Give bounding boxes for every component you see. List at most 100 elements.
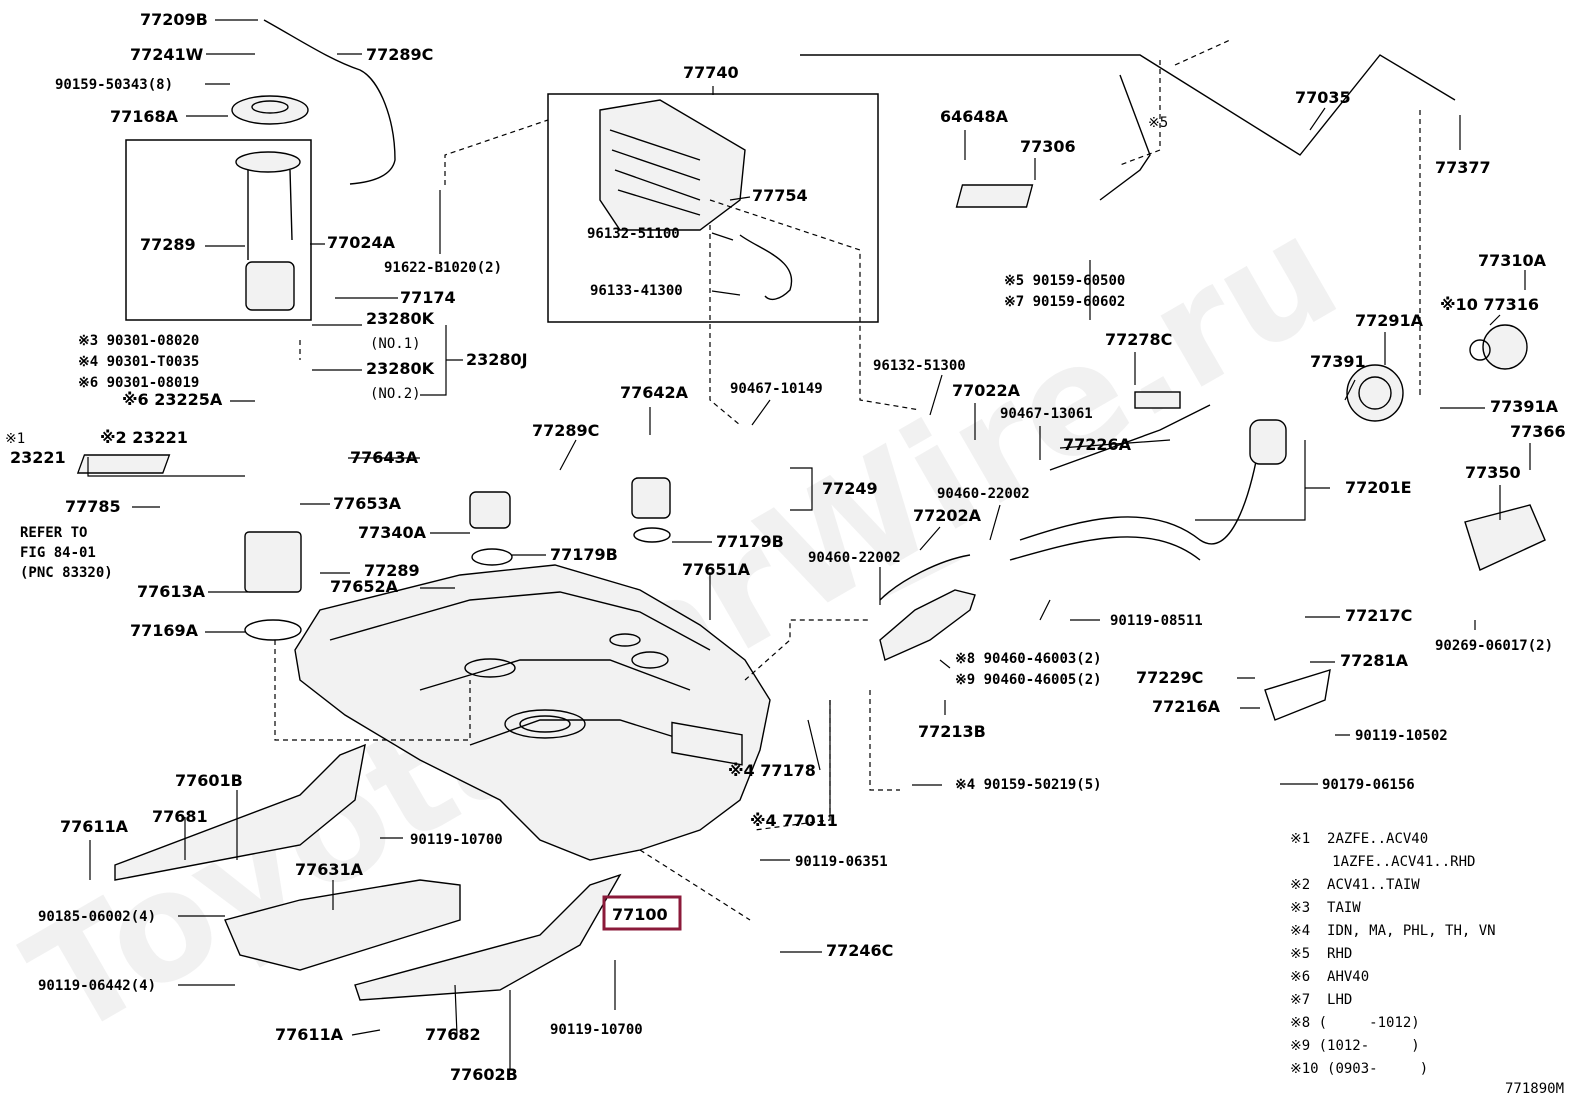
label-77613A: 77613A bbox=[137, 582, 206, 601]
fuel-lid bbox=[1464, 504, 1546, 571]
label-90301-T0035: ※4 90301-T0035 bbox=[78, 354, 199, 370]
footnote-1b: 1AZFE..ACV41..RHD bbox=[1290, 854, 1475, 870]
footnote-8: ※8 ( -1012) bbox=[1290, 1015, 1420, 1031]
label-90460-22002-a: 90460-22002 bbox=[937, 486, 1030, 502]
refer-line-2: FIG 84-01 bbox=[20, 545, 96, 561]
label-77022A: 77022A bbox=[952, 381, 1021, 400]
label-90119-08511: 90119-08511 bbox=[1110, 613, 1203, 629]
label-90460-46005: ※9 90460-46005(2) bbox=[955, 672, 1102, 688]
label-77340A: 77340A bbox=[358, 523, 427, 542]
label-77652A: 77652A bbox=[330, 577, 399, 596]
label-77249: 77249 bbox=[822, 479, 878, 498]
label-90301-08020: ※3 90301-08020 bbox=[78, 333, 199, 349]
label-23280J: 23280J bbox=[466, 350, 528, 369]
protector-77631A bbox=[224, 879, 461, 971]
label-96133-41300: 96133-41300 bbox=[590, 283, 683, 299]
label-77217C: 77217C bbox=[1345, 606, 1412, 625]
label-90179-06156: 90179-06156 bbox=[1322, 777, 1415, 793]
footnote-6: ※6 AHV40 bbox=[1290, 969, 1369, 985]
label-77682: 77682 bbox=[425, 1025, 481, 1044]
label-77681: 77681 bbox=[152, 807, 208, 826]
fuel-cap bbox=[1482, 324, 1528, 370]
label-77213B: 77213B bbox=[918, 722, 986, 741]
label-77310A: 77310A bbox=[1478, 251, 1547, 270]
label-77289-b: 77289 bbox=[364, 561, 420, 580]
label-90159-50219: ※4 90159-50219(5) bbox=[955, 777, 1102, 793]
label-77246C: 77246C bbox=[826, 941, 893, 960]
filler-cap-ring bbox=[1346, 364, 1404, 422]
inlet-hose bbox=[879, 589, 976, 661]
label-note5: ※5 bbox=[1148, 115, 1168, 131]
label-77289C: 77289C bbox=[366, 45, 433, 64]
label-90301-08019: ※6 90301-08019 bbox=[78, 375, 199, 391]
label-90119-06351: 90119-06351 bbox=[795, 854, 888, 870]
label-77391: 77391 bbox=[1310, 352, 1366, 371]
label-23225A: ※6 23225A bbox=[122, 390, 223, 409]
label-77350: 77350 bbox=[1465, 463, 1521, 482]
vent-tube bbox=[263, 19, 396, 185]
label-77651A: 77651A bbox=[682, 560, 751, 579]
label-77602B: 77602B bbox=[450, 1065, 518, 1084]
label-77100[interactable]: 77100 bbox=[612, 905, 668, 924]
label-77168A: 77168A bbox=[110, 107, 179, 126]
footnote-3: ※3 TAIW bbox=[1290, 900, 1361, 916]
label-77174: 77174 bbox=[400, 288, 456, 307]
label-77278C: 77278C bbox=[1105, 330, 1172, 349]
label-90467-10149: 90467-10149 bbox=[730, 381, 823, 397]
label-no1: (NO.1) bbox=[370, 336, 421, 352]
gasket-77169A bbox=[244, 619, 302, 641]
strap-77602B bbox=[354, 873, 622, 1001]
label-77201E: 77201E bbox=[1345, 478, 1412, 497]
label-77169A: 77169A bbox=[130, 621, 199, 640]
label-90460-22002-b: 90460-22002 bbox=[808, 550, 901, 566]
label-77642A: 77642A bbox=[620, 383, 689, 402]
label-77241W: 77241W bbox=[130, 45, 204, 64]
label-77216A: 77216A bbox=[1152, 697, 1221, 716]
label-90159-60500: ※5 90159-60500 bbox=[1004, 273, 1125, 289]
footnote-2: ※2 ACV41..TAIW bbox=[1290, 877, 1420, 893]
cover-77613A bbox=[244, 531, 302, 593]
label-90119-06442: 90119-06442(4) bbox=[38, 978, 156, 994]
label-77631A: 77631A bbox=[295, 860, 364, 879]
label-77391A: 77391A bbox=[1490, 397, 1559, 416]
label-77229C: 77229C bbox=[1136, 668, 1203, 687]
figure-code: 771890M bbox=[1505, 1081, 1564, 1097]
label-23280K-2: 23280K bbox=[366, 359, 435, 378]
refer-line-3: (PNC 83320) bbox=[20, 565, 113, 581]
label-77209B: 77209B bbox=[140, 10, 208, 29]
label-77611A-a: 77611A bbox=[60, 817, 129, 836]
plate-77643A bbox=[76, 454, 171, 474]
label-23221-a: 23221 bbox=[10, 448, 66, 467]
label-77281A: 77281A bbox=[1340, 651, 1409, 670]
label-77611A-b: 77611A bbox=[275, 1025, 344, 1044]
label-90119-10700-a: 90119-10700 bbox=[410, 832, 503, 848]
label-77785: 77785 bbox=[65, 497, 121, 516]
label-96132-51100: 96132-51100 bbox=[587, 226, 680, 242]
label-77035: 77035 bbox=[1295, 88, 1351, 107]
label-90185-06002: 90185-06002(4) bbox=[38, 909, 156, 925]
label-77202A: 77202A bbox=[913, 506, 982, 525]
label-77740: 77740 bbox=[683, 63, 739, 82]
canister-drawing bbox=[599, 99, 793, 301]
label-64648A: 64648A bbox=[940, 107, 1009, 126]
fuel-pump-drawing bbox=[231, 95, 309, 311]
label-90119-10502: 90119-10502 bbox=[1355, 728, 1448, 744]
label-77024A: 77024A bbox=[327, 233, 396, 252]
label-77653A: 77653A bbox=[333, 494, 402, 513]
label-77377: 77377 bbox=[1435, 158, 1491, 177]
label-96132-51300: 96132-51300 bbox=[873, 358, 966, 374]
footnote-1: ※1 2AZFE..ACV40 bbox=[1290, 831, 1428, 847]
label-note1: ※1 bbox=[5, 431, 25, 447]
label-90269-06017: 90269-06017(2) bbox=[1435, 638, 1553, 654]
strap-77601B bbox=[114, 743, 366, 881]
label-77306: 77306 bbox=[1020, 137, 1076, 156]
label-no2: (NO.2) bbox=[370, 386, 421, 402]
fuel-pump-box bbox=[125, 139, 312, 321]
footnote-9: ※9 (1012- ) bbox=[1290, 1038, 1420, 1054]
label-90467-13061: 90467-13061 bbox=[1000, 406, 1093, 422]
label-90159-50343: 90159-50343(8) bbox=[55, 77, 173, 93]
label-90159-60602: ※7 90159-60602 bbox=[1004, 294, 1125, 310]
label-77179B-a: 77179B bbox=[550, 545, 618, 564]
label-77289C-b: 77289C bbox=[532, 421, 599, 440]
